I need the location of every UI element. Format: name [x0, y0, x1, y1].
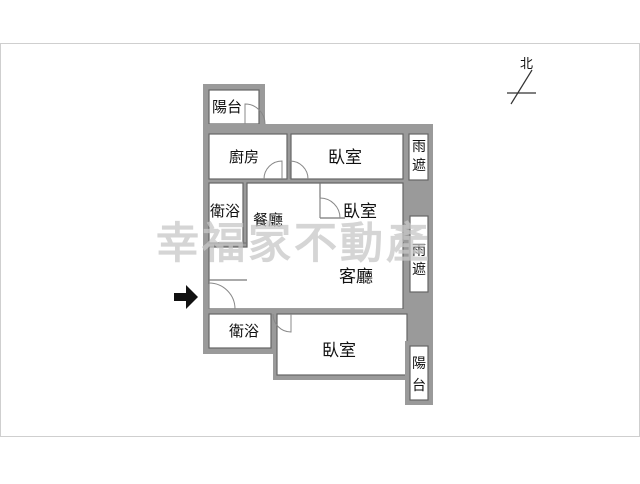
- room-label-rain-shelter-top-2: 遮: [412, 158, 426, 174]
- room-label-rain-shelter-mid-2: 遮: [412, 262, 426, 278]
- exterior-walls: [203, 84, 433, 405]
- compass-north-label: 北: [520, 57, 533, 72]
- room-label-bedroom-top: 臥室: [328, 148, 362, 168]
- room-label-rain-shelter-mid-1: 雨: [412, 243, 426, 259]
- room-label-balcony-top: 陽台: [212, 98, 242, 116]
- arrow-right-icon: [174, 285, 198, 309]
- room-label-balcony-right-1: 陽: [412, 356, 426, 372]
- room-label-bedroom-bottom: 臥室: [322, 341, 356, 361]
- room-label-dining: 餐廳: [253, 211, 283, 229]
- room-label-kitchen: 廚房: [229, 148, 259, 166]
- room-label-bath-left: 衛浴: [210, 202, 240, 220]
- door-swings: [208, 103, 341, 333]
- room-label-balcony-right-2: 台: [412, 378, 426, 394]
- room-label-bath-bottom: 衛浴: [229, 322, 259, 340]
- room-label-living: 客廳: [339, 267, 373, 287]
- watermark-text: 幸福家不動產: [156, 219, 432, 269]
- room-label-rain-shelter-top-1: 雨: [412, 139, 426, 155]
- compass-needle-icon: [510, 69, 533, 105]
- room-label-bedroom-mid: 臥室: [343, 202, 377, 222]
- north-compass: 北: [507, 57, 536, 105]
